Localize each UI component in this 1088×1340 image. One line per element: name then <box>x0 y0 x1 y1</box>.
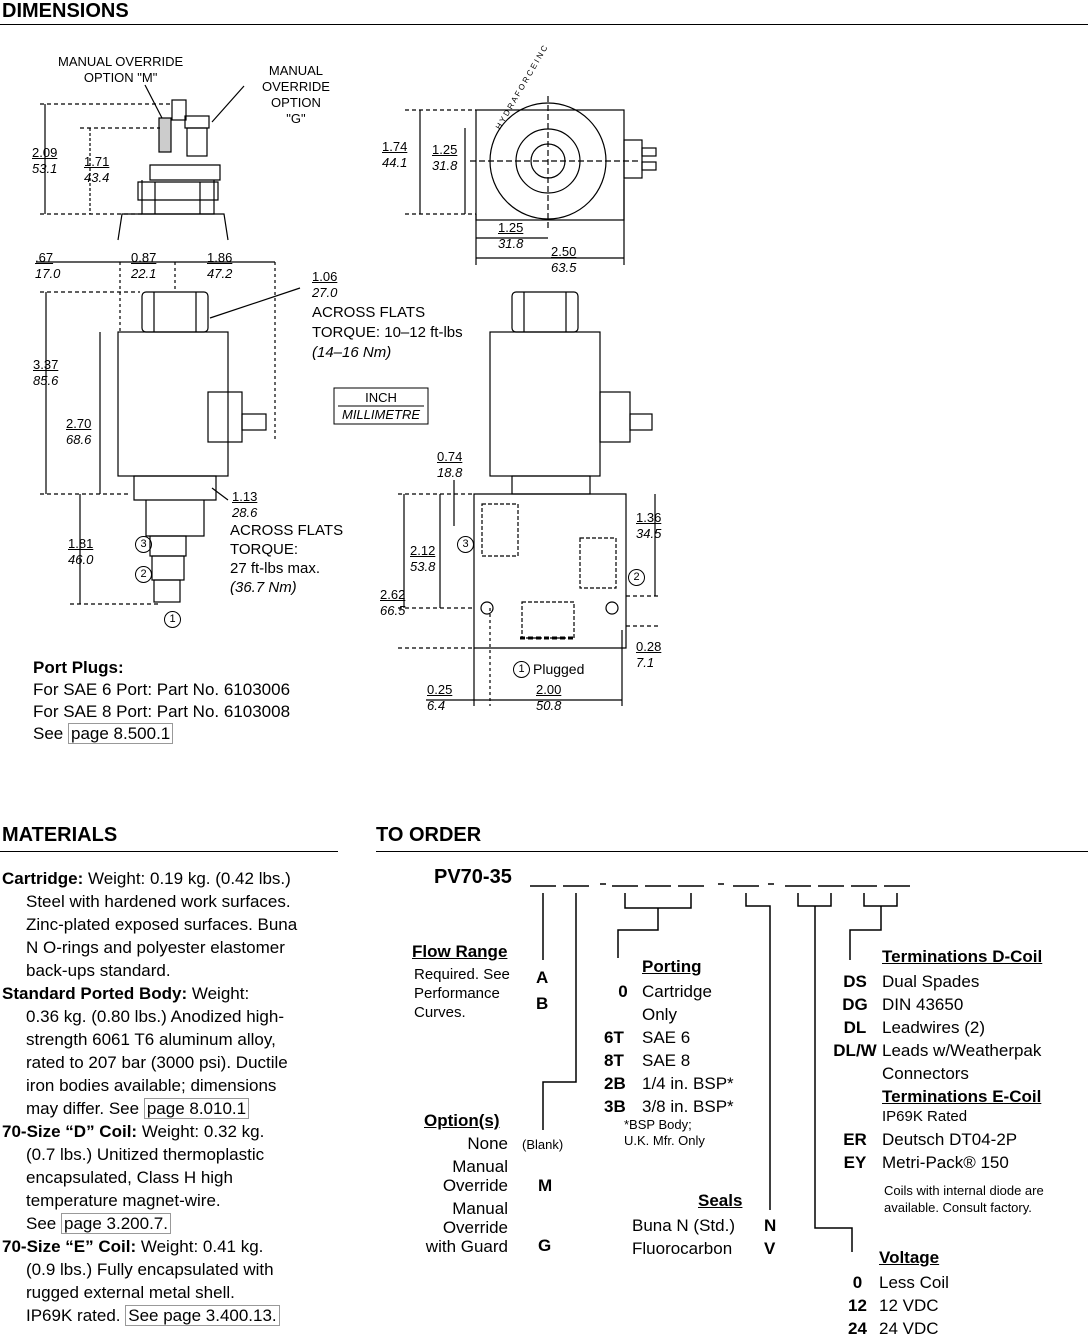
port-plugs: Port Plugs: For SAE 6 Port: Part No. 610… <box>33 658 291 744</box>
coil-brand-text: H Y D R A F O R C E I N C <box>494 44 550 131</box>
plugged-label: Plugged <box>533 661 585 677</box>
term-e-sub: IP69K Rated <box>882 1108 968 1125</box>
option-g-code: G <box>538 1236 552 1255</box>
port-plugs-line: For SAE 8 Port: Part No. 6103008 <box>33 702 291 721</box>
options-title: Option(s) <box>424 1111 500 1130</box>
port-1-marker: 1 <box>164 611 181 628</box>
port-2-marker: 2 <box>135 566 152 583</box>
porting-title: Porting <box>642 957 702 976</box>
porting-note: *BSP Body;U.K. Mfr. Only <box>624 1117 705 1148</box>
to-order-heading: TO ORDER <box>376 824 482 846</box>
dimensions-heading: DIMENSIONS <box>2 0 129 22</box>
term-d-title: Terminations D-Coil <box>882 947 1043 966</box>
materials-heading: MATERIALS <box>2 824 118 846</box>
body-port-2-marker: 2 <box>628 569 645 586</box>
coil-top-view <box>405 96 657 265</box>
body-port-3-marker: 3 <box>457 536 474 553</box>
port-plugs-line: For SAE 6 Port: Part No. 6103006 <box>33 680 291 699</box>
model-code: PV70-35 <box>434 866 512 888</box>
materials-rule <box>0 851 338 852</box>
cartridge-right <box>398 291 660 706</box>
page-3-200-7-link[interactable]: page 3.200.7. <box>60 1213 171 1234</box>
port-3-marker: 3 <box>135 536 152 553</box>
cartridge-left <box>36 261 301 605</box>
page-8-010-1-link[interactable]: page 8.010.1 <box>143 1098 250 1119</box>
voltage-title: Voltage <box>879 1248 940 1267</box>
body-port-1-marker: 1 <box>513 661 530 678</box>
seals-title: Seals <box>698 1191 743 1210</box>
flow-range-title: Flow Range <box>412 942 508 961</box>
option-m-code: M <box>538 1176 553 1195</box>
page-3-400-13-link[interactable]: See page 3.400.13. <box>125 1305 280 1326</box>
side-view-top <box>40 84 245 241</box>
dimensions-rule <box>0 24 1088 25</box>
port-plugs-title: Port Plugs: <box>33 658 124 677</box>
option-blank-code: (Blank) <box>522 1137 564 1152</box>
dimension-drawing: H Y D R A F O R C E I N C <box>36 44 660 706</box>
page-8-500-1-link[interactable]: page 8.500.1 <box>67 723 174 744</box>
materials-list: Cartridge: Weight: 0.19 kg. (0.42 lbs.) … <box>2 869 298 1326</box>
to-order-rule <box>376 851 1088 852</box>
term-e-title: Terminations E-Coil <box>882 1087 1042 1106</box>
